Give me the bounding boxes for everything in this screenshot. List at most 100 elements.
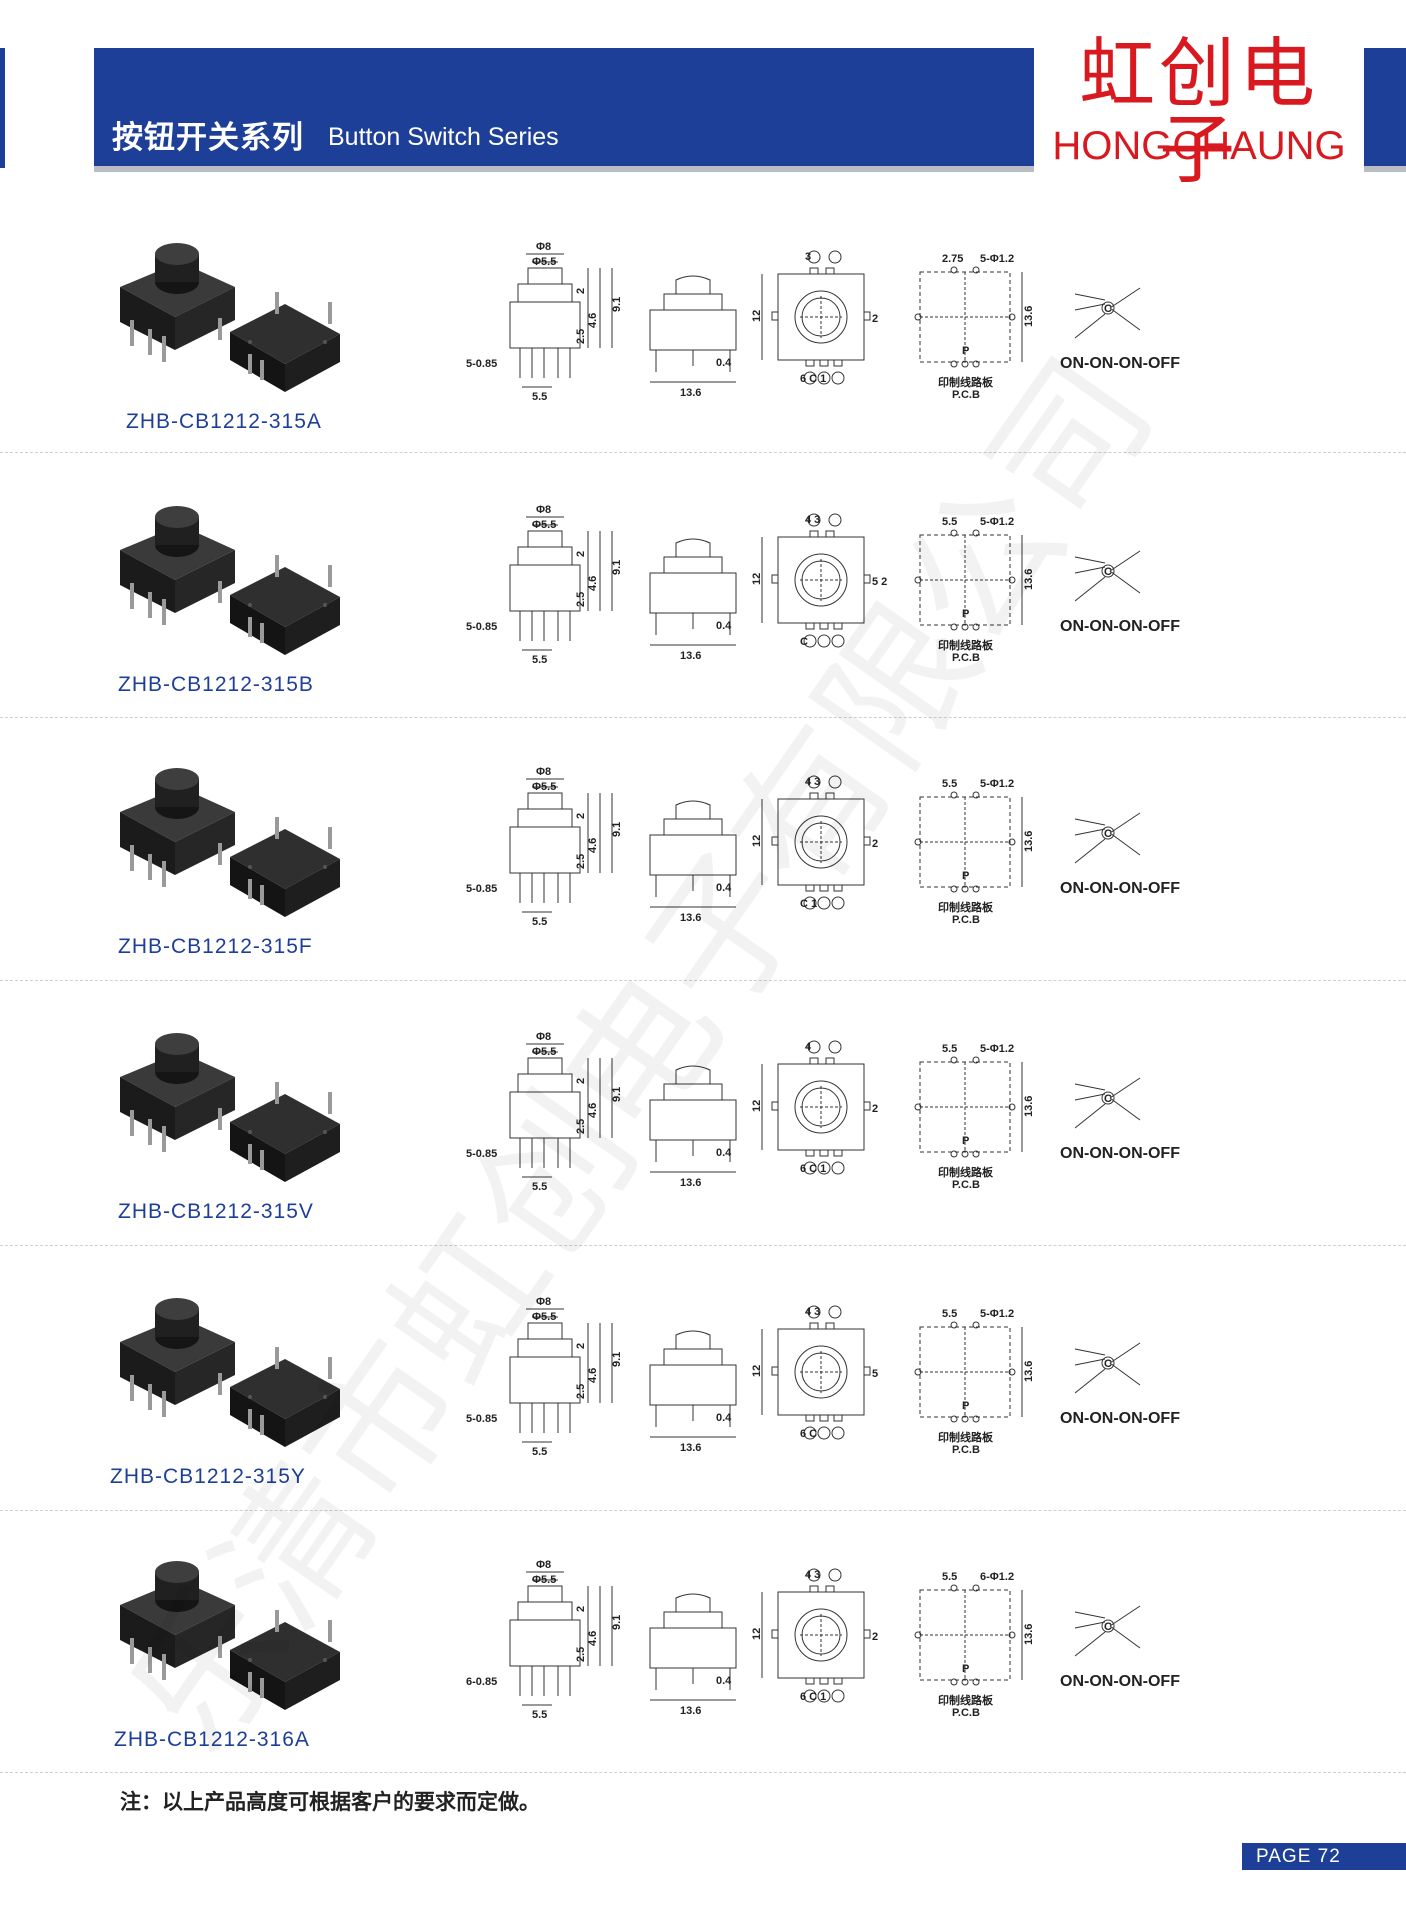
product-row: ZHB-CB1212-315F <box>100 757 1360 997</box>
dim-s12: 12 <box>751 1365 763 1377</box>
dim-h46: 4.6 <box>587 576 599 591</box>
switch-mode: ON-ON-ON-OFF <box>1060 1145 1180 1162</box>
dim-h25: 2.5 <box>575 592 587 607</box>
dim-w55: 5.5 <box>532 1709 547 1721</box>
left-edge-mark <box>0 48 5 168</box>
product-row: ZHB-CB1212-316A <box>100 1550 1360 1790</box>
dim-w136: 13.6 <box>680 650 701 662</box>
row-divider <box>0 452 1406 453</box>
common-c-label: C <box>1104 1621 1112 1633</box>
pins-top-label: 4 <box>805 1041 812 1053</box>
dim-d8: Φ8 <box>536 504 551 516</box>
common-c-label: C <box>1104 303 1112 315</box>
pcb-cn-label: 印制线路板 <box>938 1430 994 1444</box>
dim-t04: 0.4 <box>716 1412 732 1424</box>
pcb-en-label: P.C.B <box>952 1179 980 1191</box>
switch-mode: ON-ON-ON-OFF <box>1060 880 1180 897</box>
dim-h25: 2.5 <box>575 1647 587 1662</box>
technical-drawings: Φ8 Φ5.5 2 4.6 2.5 9.1 5-0.85 5.5 13.6 0.… <box>466 766 1180 928</box>
pcb-p-label: P <box>962 1135 969 1147</box>
dim-s12: 12 <box>751 1100 763 1112</box>
dim-h91: 9.1 <box>611 822 623 837</box>
switch-mode: ON-ON-ON-OFF <box>1060 1673 1180 1690</box>
technical-drawings: Φ8 Φ5.5 2 4.6 2.5 9.1 6-0.85 5.5 13.6 0.… <box>466 1559 1180 1721</box>
dim-h46: 4.6 <box>587 838 599 853</box>
header-band <box>94 48 1034 166</box>
switch-mode: ON-ON-ON-OFF <box>1060 1410 1180 1427</box>
dim-pitch: 5.5 <box>942 516 957 528</box>
common-c-label: C <box>1104 566 1112 578</box>
pcb-en-label: P.C.B <box>952 914 980 926</box>
front-view <box>509 1043 613 1178</box>
dim-d8: Φ8 <box>536 241 551 253</box>
front-view <box>509 253 613 388</box>
dim-hole-label: 5-Φ1.2 <box>980 1308 1014 1320</box>
dim-pitch: 5.5 <box>942 778 957 790</box>
front-view <box>509 1571 613 1706</box>
circuit-diagram <box>1074 287 1141 339</box>
front-view <box>509 516 613 651</box>
dim-pitch: 5.5 <box>942 1571 957 1583</box>
dim-w55: 5.5 <box>532 654 547 666</box>
pcb-p-label: P <box>962 870 969 882</box>
common-c-label: C <box>1104 1093 1112 1105</box>
row-divider <box>0 980 1406 981</box>
dim-h2: 2 <box>575 551 587 557</box>
pins-top-label: 4 3 <box>805 1569 820 1581</box>
product-row: ZHB-CB1212-315B <box>100 495 1360 735</box>
technical-drawings: Φ8 Φ5.5 2 4.6 2.5 9.1 5-0.85 5.5 13.6 0.… <box>466 1031 1180 1193</box>
company-logo-cn: 虹创电子 <box>1079 29 1319 194</box>
dim-w136: 13.6 <box>680 912 701 924</box>
side-view <box>649 1330 737 1438</box>
dim-d8: Φ8 <box>536 1296 551 1308</box>
dim-s12: 12 <box>751 1628 763 1640</box>
dim-pin-label: 5-0.85 <box>466 883 497 895</box>
dim-s12: 12 <box>751 310 763 322</box>
dim-h46: 4.6 <box>587 1103 599 1118</box>
pcb-p-label: P <box>962 1663 969 1675</box>
pins-side-label: 2 <box>872 838 878 850</box>
dim-s136: 13.6 <box>1023 306 1035 327</box>
dim-pitch: 5.5 <box>942 1308 957 1320</box>
product-photo <box>120 506 340 655</box>
dim-h2: 2 <box>575 1343 587 1349</box>
dim-h25: 2.5 <box>575 1384 587 1399</box>
dim-s136: 13.6 <box>1023 831 1035 852</box>
product-photo <box>120 1033 340 1182</box>
dim-pin-label: 5-0.85 <box>466 1148 497 1160</box>
dim-w136: 13.6 <box>680 1705 701 1717</box>
model-number: ZHB-CB1212-315B <box>118 673 314 696</box>
technical-drawings: Φ8 Φ5.5 2 4.6 2.5 9.1 5-0.85 5.5 13.6 0.… <box>466 241 1180 403</box>
dim-h91: 9.1 <box>611 1087 623 1102</box>
dim-d55: Φ5.5 <box>532 1311 556 1323</box>
product-photo <box>120 1298 340 1447</box>
dim-w136: 13.6 <box>680 387 701 399</box>
pins-side-label: 5 2 <box>872 576 887 588</box>
row-divider <box>0 1245 1406 1246</box>
dim-h91: 9.1 <box>611 297 623 312</box>
pcb-cn-label: 印制线路板 <box>938 900 994 914</box>
dim-h2: 2 <box>575 813 587 819</box>
pcb-layout <box>914 266 1023 368</box>
pcb-layout <box>914 529 1023 631</box>
pins-front-label: C <box>800 636 808 648</box>
pins-side-label: 2 <box>872 1631 878 1643</box>
pins-front-label: C 1 <box>800 898 817 910</box>
pins-top-label: 4 3 <box>805 514 820 526</box>
dim-h2: 2 <box>575 1078 587 1084</box>
dim-t04: 0.4 <box>716 1147 732 1159</box>
dim-hole-label: 5-Φ1.2 <box>980 516 1014 528</box>
series-title-en: Button Switch Series <box>328 123 559 151</box>
dim-s12: 12 <box>751 835 763 847</box>
technical-drawings: Φ8 Φ5.5 2 4.6 2.5 9.1 5-0.85 5.5 13.6 0.… <box>466 1296 1180 1458</box>
dim-d55: Φ5.5 <box>532 781 556 793</box>
pcb-layout <box>914 1056 1023 1158</box>
pcb-cn-label: 印制线路板 <box>938 375 994 389</box>
top-view <box>761 1568 871 1703</box>
top-view <box>761 513 871 648</box>
top-view <box>761 775 871 910</box>
pcb-cn-label: 印制线路板 <box>938 1165 994 1179</box>
side-view <box>649 1065 737 1173</box>
switch-mode: ON-ON-ON-OFF <box>1060 618 1180 635</box>
pcb-cn-label: 印制线路板 <box>938 638 994 652</box>
